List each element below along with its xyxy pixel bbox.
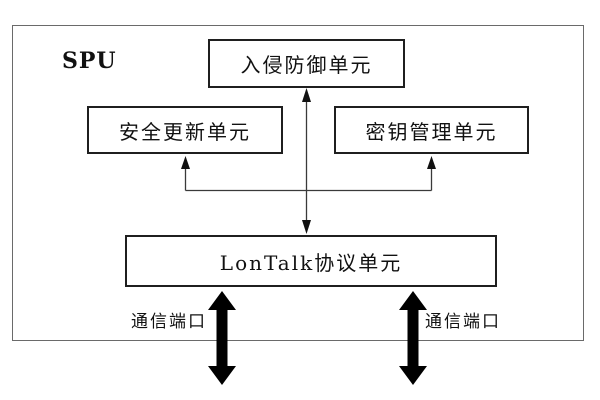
node-key-management-label: 密钥管理单元 (365, 119, 498, 144)
node-security-update-unit: 安全更新单元 (87, 106, 283, 154)
node-intrusion-prevention-label: 入侵防御单元 (240, 53, 373, 77)
node-lontalk-protocol-unit: LonTalk协议单元 (125, 235, 497, 287)
node-intrusion-prevention-unit: 入侵防御单元 (208, 39, 405, 88)
communication-port-label-right: 通信端口 (425, 312, 501, 332)
node-key-management-unit: 密钥管理单元 (334, 106, 529, 154)
system-label: SPU (62, 48, 117, 74)
node-lontalk-protocol-label: LonTalk协议单元 (219, 250, 403, 275)
communication-port-label-left: 通信端口 (131, 312, 207, 332)
node-security-update-label: 安全更新单元 (119, 119, 251, 144)
